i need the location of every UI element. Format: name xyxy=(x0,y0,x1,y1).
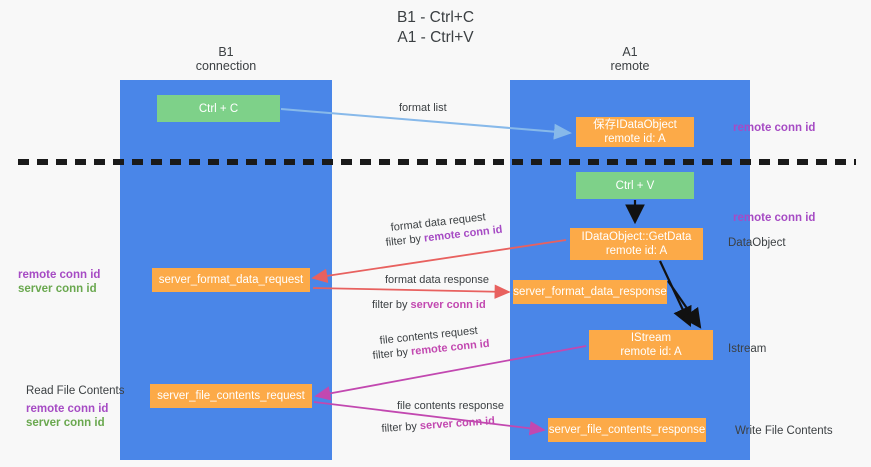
note-left-server-conn-id: server conn id xyxy=(18,283,97,295)
note-istream-text: Istream xyxy=(728,343,767,355)
filter-key-server-conn-id: server conn id xyxy=(410,299,486,311)
column-header-a1: A1 remote xyxy=(610,45,650,73)
note-read-file-contents-text: Read File Contents xyxy=(26,385,125,397)
box-server-file-contents-request-label: server_file_contents_request xyxy=(157,390,305,402)
note-write-file-contents-text: Write File Contents xyxy=(735,425,833,437)
box-save-idataobject-line2: remote id: A xyxy=(604,133,666,145)
box-idataobject-getdata-line2: remote id: A xyxy=(605,245,668,257)
note-remote-conn-id-top: remote conn id xyxy=(733,121,815,135)
note-remote-conn-id-mid-text: remote conn id xyxy=(733,212,816,224)
box-idataobject-getdata[interactable]: IDataObject::GetData remote id: A xyxy=(570,228,703,260)
note-istream: Istream xyxy=(728,342,766,356)
box-server-file-contents-response-label: server_file_contents_response xyxy=(548,424,706,436)
box-server-file-contents-response[interactable]: server_file_contents_response xyxy=(548,418,706,442)
filter-prefix: filter by xyxy=(372,345,412,362)
note-dataobject-text: DataObject xyxy=(728,237,786,249)
box-ctrl-v[interactable]: Ctrl + V xyxy=(576,172,694,199)
note-remote-conn-id-mid: remote conn id xyxy=(733,211,815,225)
page-title: B1 - Ctrl+C A1 - Ctrl+V xyxy=(396,9,475,46)
column-header-b1: B1 connection xyxy=(195,45,257,73)
box-ctrl-c-label: Ctrl + C xyxy=(198,102,239,115)
box-istream[interactable]: IStream remote id: A xyxy=(589,330,713,360)
edge-label-file-contents-response: file contents response xyxy=(397,400,505,412)
box-server-file-contents-request[interactable]: server_file_contents_request xyxy=(150,384,312,408)
box-server-format-data-response[interactable]: server_format_data_response xyxy=(513,280,667,304)
box-save-idataobject[interactable]: 保存IDataObject remote id: A xyxy=(576,117,694,147)
note-write-file-contents: Write File Contents xyxy=(735,424,833,438)
note-left-conn-ids-bottom: remote conn id server conn id xyxy=(26,402,108,430)
filter-prefix: filter by xyxy=(385,232,425,249)
box-ctrl-c[interactable]: Ctrl + C xyxy=(157,95,280,122)
box-istream-line2: remote id: A xyxy=(620,346,682,358)
note-remote-conn-id-top-text: remote conn id xyxy=(733,122,816,134)
edge-label-format-list: format list xyxy=(399,102,447,114)
note-left-remote-conn-id: remote conn id xyxy=(18,269,101,281)
note-left-bottom-server-conn-id: server conn id xyxy=(26,417,105,429)
filter-prefix: filter by xyxy=(381,420,421,435)
box-ctrl-v-label: Ctrl + V xyxy=(615,179,655,192)
box-server-format-data-request[interactable]: server_format_data_request xyxy=(152,268,310,292)
note-left-bottom-remote-conn-id: remote conn id xyxy=(26,403,109,415)
filter-prefix: filter by xyxy=(372,299,411,311)
edge-label-file-contents-response-filter: filter by server conn id xyxy=(381,414,495,436)
edge-label-format-data-response: format data response xyxy=(385,274,489,286)
filter-key-server-conn-id: server conn id xyxy=(419,415,496,433)
edge-label-format-data-response-filter: filter by server conn id xyxy=(372,298,486,312)
box-save-idataobject-line1: 保存IDataObject xyxy=(593,119,677,131)
note-dataobject: DataObject xyxy=(728,236,786,250)
note-left-conn-ids-mid: remote conn id server conn id xyxy=(18,268,100,296)
box-server-format-data-request-label: server_format_data_request xyxy=(158,274,304,286)
box-istream-line1: IStream xyxy=(630,332,672,344)
box-server-format-data-response-label: server_format_data_response xyxy=(513,286,667,298)
note-read-file-contents: Read File Contents xyxy=(26,384,124,398)
box-idataobject-getdata-line1: IDataObject::GetData xyxy=(581,231,692,243)
